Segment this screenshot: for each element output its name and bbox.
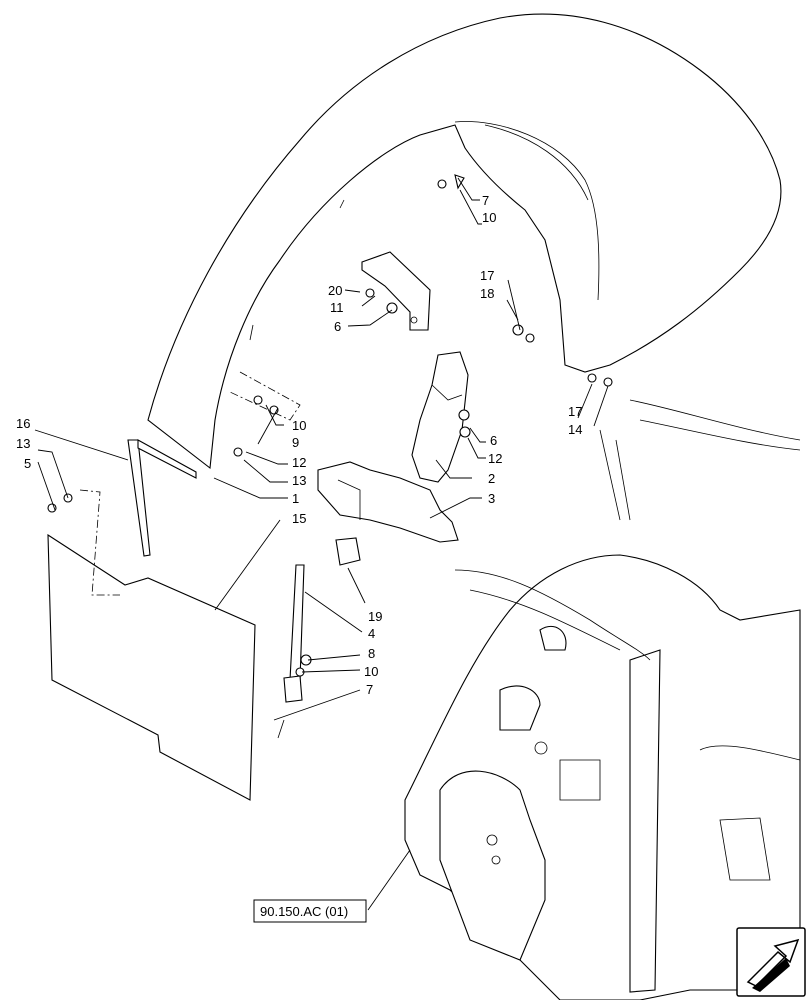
callout-18: 18 bbox=[480, 286, 494, 301]
cover-3 bbox=[317, 461, 459, 543]
callout-3: 3 bbox=[488, 491, 495, 506]
callout-13b: 13 bbox=[16, 436, 30, 451]
callout-10c: 10 bbox=[364, 664, 378, 679]
assembly-lines bbox=[79, 371, 301, 596]
strap-4 bbox=[277, 564, 305, 739]
fender-panel bbox=[147, 13, 782, 470]
callout-16: 16 bbox=[16, 416, 30, 431]
reference-label: 90.150.AC (01) bbox=[260, 904, 348, 919]
washer-10-icon bbox=[437, 179, 447, 189]
callout-10b: 10 bbox=[292, 418, 306, 433]
leader-lines bbox=[34, 177, 609, 911]
cab-frame bbox=[404, 399, 801, 1000]
bracket-20 bbox=[361, 251, 431, 331]
callout-5: 5 bbox=[24, 456, 31, 471]
rod-16 bbox=[127, 439, 197, 557]
callout-17a: 17 bbox=[480, 268, 494, 283]
callout-15: 15 bbox=[292, 511, 306, 526]
callout-14: 14 bbox=[568, 422, 582, 437]
next-page-arrow-icon bbox=[746, 938, 800, 992]
mud-flap-15 bbox=[47, 533, 256, 801]
callout-4: 4 bbox=[368, 626, 375, 641]
callout-12b: 12 bbox=[488, 451, 502, 466]
callout-2: 2 bbox=[488, 471, 495, 486]
callout-1: 1 bbox=[292, 491, 299, 506]
hardware bbox=[47, 174, 613, 677]
callout-19: 19 bbox=[368, 609, 382, 624]
callout-9: 9 bbox=[292, 435, 299, 450]
callout-10a: 10 bbox=[482, 210, 496, 225]
callout-11: 11 bbox=[330, 300, 344, 315]
callout-7a: 7 bbox=[482, 193, 489, 208]
reference-link[interactable]: 90.150.AC (01) bbox=[253, 899, 367, 923]
callout-17b: 17 bbox=[568, 404, 582, 419]
support-2 bbox=[411, 351, 469, 483]
next-page-button[interactable] bbox=[736, 927, 806, 997]
callout-6a: 6 bbox=[334, 319, 341, 334]
callout-20: 20 bbox=[328, 283, 342, 298]
callout-13a: 13 bbox=[292, 473, 306, 488]
callout-8: 8 bbox=[368, 646, 375, 661]
callout-12a: 12 bbox=[292, 455, 306, 470]
callout-7b: 7 bbox=[366, 682, 373, 697]
block-19 bbox=[335, 537, 361, 566]
callout-labels: 1 2 3 4 5 6 6 7 7 8 9 10 10 10 11 12 12 … bbox=[16, 193, 582, 697]
callout-6b: 6 bbox=[490, 433, 497, 448]
